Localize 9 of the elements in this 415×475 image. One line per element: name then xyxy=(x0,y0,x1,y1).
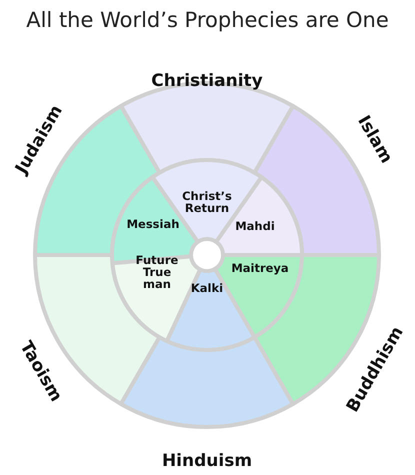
prophecy-label: Maitreya xyxy=(231,262,289,274)
title: All the World’s Prophecies are One xyxy=(26,8,389,32)
religion-label: Christianity xyxy=(151,73,263,91)
prophecy-label: Mahdi xyxy=(235,220,275,232)
prophecy-label: Kalki xyxy=(190,282,224,294)
religion-label: Hinduism xyxy=(162,453,252,471)
prophecy-label: Christ’s Return xyxy=(181,190,233,214)
prophecy-label: Future True man xyxy=(134,254,180,290)
prophecy-label: Messiah xyxy=(126,218,180,230)
